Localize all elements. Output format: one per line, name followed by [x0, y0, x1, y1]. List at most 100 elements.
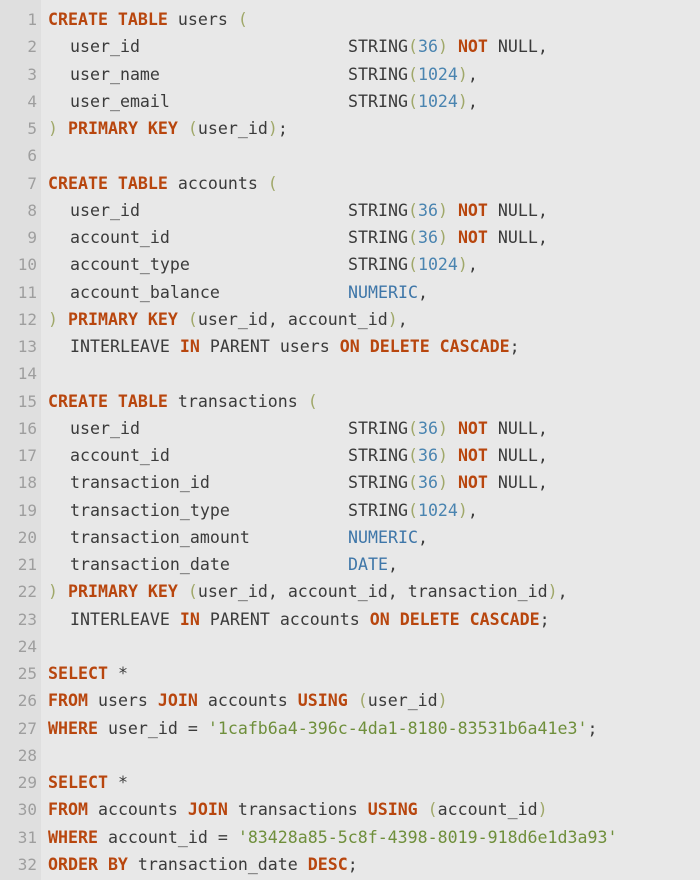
code-text: CREATE TABLE transactions (: [48, 392, 318, 411]
line-number: 32: [17, 854, 37, 874]
sql-keyword: PRIMARY KEY: [68, 309, 178, 329]
column-type: DATE,: [348, 555, 398, 574]
code-line[interactable]: 28: [0, 741, 700, 768]
code-token: DATE: [348, 555, 388, 574]
line-number: 12: [17, 309, 37, 329]
line-number: 23: [17, 609, 37, 629]
line-number: 7: [27, 173, 37, 193]
number-literal: 1024: [417, 91, 458, 111]
column-name: transaction_amount: [70, 527, 250, 547]
sql-keyword: JOIN: [187, 800, 228, 820]
code-token: STRING: [348, 418, 408, 438]
code-token: ): [387, 309, 398, 329]
line-number: 9: [27, 228, 37, 247]
column-name: user_id: [70, 418, 140, 438]
code-token: STRING: [348, 91, 408, 111]
sql-keyword: SELECT: [48, 664, 108, 683]
code-token: STRING: [348, 255, 408, 275]
column-type: STRING(36) NOT NULL,: [348, 473, 548, 492]
code-token: STRING: [348, 473, 408, 493]
code-text: SELECT *: [48, 664, 128, 683]
code-token: ,: [467, 64, 478, 84]
code-line[interactable]: 24: [0, 632, 700, 659]
code-text: user_id STRING(36) NOT NULL,: [70, 418, 548, 438]
code-line[interactable]: 5) PRIMARY KEY (user_id);: [0, 114, 700, 141]
code-token: ,: [557, 582, 568, 602]
number-literal: 36: [417, 37, 438, 57]
sql-keyword: ORDER BY: [48, 854, 128, 874]
column-type: STRING(1024),: [348, 501, 478, 520]
line-number: 11: [17, 282, 37, 302]
code-token: [448, 228, 458, 247]
code-line[interactable]: 14: [0, 359, 700, 386]
code-token: NULL,: [487, 228, 548, 247]
code-text: ) PRIMARY KEY (user_id);: [48, 119, 288, 138]
code-token: (: [187, 309, 198, 329]
code-token: (: [407, 255, 418, 275]
line-number: 3: [27, 64, 37, 84]
code-text: WHERE account_id = '83428a85-5c8f-4398-8…: [48, 828, 617, 847]
code-token: ): [437, 473, 448, 493]
code-line[interactable]: 19 transaction_type STRING(1024),: [0, 496, 700, 523]
code-token: (: [307, 391, 318, 411]
code-token: NUMERIC: [348, 282, 418, 302]
number-literal: 36: [417, 446, 438, 465]
code-token: [448, 446, 458, 465]
code-token: STRING: [348, 500, 408, 520]
code-text: INTERLEAVE IN PARENT users ON DELETE CAS…: [70, 337, 520, 356]
line-number: 19: [17, 500, 37, 520]
column-name: account_id: [70, 228, 170, 247]
code-line[interactable]: 22) PRIMARY KEY (user_id, account_id, tr…: [0, 577, 700, 604]
code-token: (: [187, 582, 198, 602]
column-type: STRING(36) NOT NULL,: [348, 419, 548, 438]
code-line[interactable]: 6: [0, 141, 700, 168]
line-number: 24: [17, 636, 37, 656]
column-type: NUMERIC,: [348, 283, 428, 302]
code-text: FROM users JOIN accounts USING (user_id): [48, 691, 448, 710]
column-name: transaction_type: [70, 500, 230, 520]
code-token: transactions: [167, 391, 308, 411]
sql-keyword: SELECT: [48, 773, 108, 792]
sql-keyword: FROM: [48, 800, 88, 820]
code-token: (: [407, 418, 418, 438]
code-text: ) PRIMARY KEY (user_id, account_id, tran…: [48, 582, 568, 601]
code-token: ): [437, 228, 448, 247]
code-token: [178, 310, 188, 329]
code-token: [418, 800, 428, 819]
code-token: ): [48, 582, 58, 602]
code-line[interactable]: 12) PRIMARY KEY (user_id, account_id),: [0, 305, 700, 332]
code-token: ): [267, 119, 278, 138]
code-token: (: [187, 119, 198, 138]
code-token: ): [457, 64, 468, 84]
code-token: accounts: [197, 691, 298, 711]
line-number: 28: [17, 745, 37, 765]
sql-keyword: CREATE TABLE: [48, 391, 168, 411]
